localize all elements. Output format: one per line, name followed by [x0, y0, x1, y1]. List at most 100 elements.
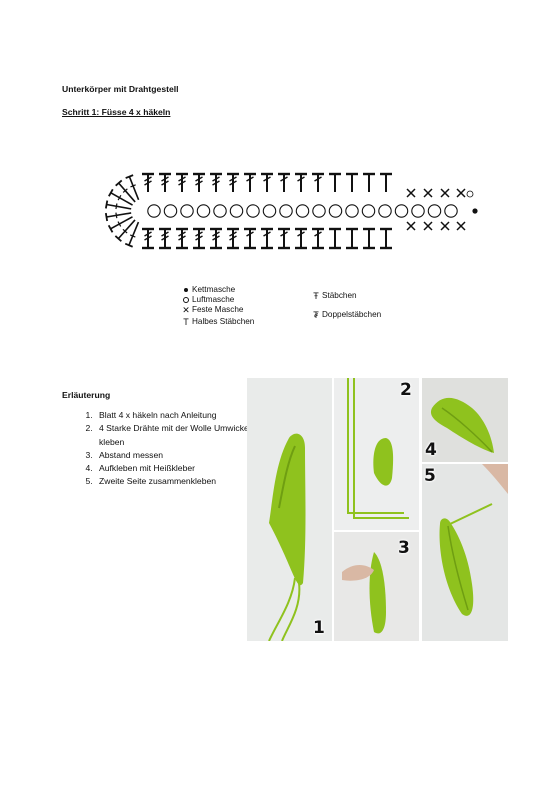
fan-stitch-mark — [122, 188, 128, 193]
fan-stitch-mark — [117, 219, 136, 240]
photo-step-3: 3 — [334, 532, 419, 641]
stitch-symbol-top — [297, 176, 305, 182]
treble-crochet-symbol: ₮ — [313, 309, 319, 320]
explanation-step: Aufkleben mit Heißkleber — [95, 462, 273, 475]
chain-stitch-mark — [312, 204, 326, 218]
stitch-symbol-bottom — [314, 231, 322, 237]
fan-stitch-mark — [124, 242, 133, 248]
stitch-symbol-bottom — [229, 235, 237, 241]
stitch-symbol-bottom — [280, 231, 288, 237]
stitch-symbol-bottom — [144, 235, 152, 241]
legend-halbes-staebchen: Halbes Stäbchen — [192, 317, 255, 326]
explanation-step: Blatt 4 x häkeln nach Anleitung — [95, 409, 273, 422]
chain-stitch-mark — [361, 204, 376, 218]
stitch-symbol-bottom — [195, 231, 203, 237]
photo-number-4: 4 — [425, 440, 437, 460]
stitch-symbol-bottom — [144, 231, 152, 237]
fan-stitch-mark — [115, 179, 123, 187]
crochet-chart — [104, 172, 478, 250]
fan-stitch-mark — [117, 194, 122, 201]
stitch-symbol-top — [263, 176, 271, 182]
photo-step-4: 4 — [422, 378, 508, 462]
fan-stitch-mark — [130, 184, 136, 188]
chain-stitch-mark — [196, 204, 211, 218]
stitch-symbol-bottom — [246, 231, 254, 237]
single-crochet-mark — [456, 221, 466, 231]
stitch-symbol-top — [178, 176, 186, 182]
stitch-symbol-bottom — [178, 231, 186, 237]
stitch-symbol-bottom — [263, 231, 271, 237]
chain-stitch-mark — [295, 204, 310, 218]
chain-stitch-mark — [328, 204, 343, 218]
stitch-symbol-top — [178, 180, 186, 186]
crocheted-leaf-image — [268, 433, 306, 641]
fan-stitch-mark — [110, 216, 133, 230]
stitch-symbol-top — [229, 180, 237, 186]
photo-step-5: 5 — [422, 464, 508, 641]
chain-stitch-symbol — [183, 297, 189, 303]
assembled-leaf-image — [439, 464, 508, 616]
stitch-symbol-top — [229, 176, 237, 182]
legend-staebchen: Stäbchen — [322, 290, 357, 300]
stitch-symbol-bottom — [212, 231, 220, 237]
chain-stitch-mark — [411, 204, 425, 218]
explanation-step: Zweite Seite zusammenkleben — [95, 475, 273, 488]
stitch-symbol-top — [212, 180, 220, 186]
explanation-heading: Erläuterung — [62, 390, 111, 400]
double-crochet-symbol: Ŧ — [313, 290, 319, 301]
chain-stitch-mark — [229, 204, 244, 218]
legend-doppelstaebchen: Doppelstäbchen — [322, 309, 382, 319]
photo-number-1: 1 — [313, 618, 325, 638]
single-crochet-mark — [406, 221, 416, 231]
fan-stitch-mark — [122, 228, 128, 234]
fan-stitch-mark — [129, 234, 136, 238]
chain-stitch-mark — [279, 204, 293, 218]
fan-stitch-mark — [110, 192, 133, 206]
photo-number-3: 3 — [398, 538, 410, 558]
chain-stitch-mark — [163, 204, 178, 218]
stitch-symbol-top — [144, 176, 152, 182]
fan-stitch-mark — [128, 176, 140, 201]
chain-stitch-mark — [345, 204, 359, 218]
chain-stitch-mark — [444, 204, 458, 218]
stitch-symbol-bottom — [161, 235, 169, 241]
small-chain-mark — [466, 190, 474, 198]
chain-stitch-mark — [427, 204, 442, 218]
stitch-symbol-top — [212, 176, 220, 182]
chain-stitch-mark — [378, 204, 392, 218]
glued-leaf-image — [430, 397, 494, 453]
chain-stitch-mark — [147, 204, 161, 218]
single-crochet-mark — [423, 188, 433, 198]
stitch-symbol-top — [144, 180, 152, 186]
stitch-symbol-top — [161, 180, 169, 186]
single-crochet-mark — [440, 188, 450, 198]
stitch-symbol-top — [280, 176, 288, 182]
stitch-symbol-bottom — [161, 231, 169, 237]
stitch-symbol-top — [195, 176, 203, 182]
photo-step-2: 2 — [334, 378, 419, 530]
wire-frame-image — [347, 378, 409, 519]
half-double-crochet-symbol: T — [183, 317, 189, 327]
step-heading: Schritt 1: Füsse 4 x häkeln — [62, 107, 171, 117]
photo-number-2: 2 — [400, 380, 412, 400]
legend-feste-masche: Feste Masche — [192, 305, 244, 314]
fan-stitch-mark — [106, 203, 132, 210]
explanation-step: Abstand messen — [95, 449, 273, 462]
stitch-symbol-top — [161, 176, 169, 182]
fan-stitch-mark — [106, 212, 132, 218]
chain-stitch-mark — [394, 204, 409, 218]
single-crochet-symbol: ✕ — [182, 305, 190, 315]
photo-number-5: 5 — [424, 466, 436, 486]
single-crochet-mark — [440, 221, 450, 231]
stitch-symbol-bottom — [212, 235, 220, 241]
fan-stitch-mark — [104, 212, 109, 222]
fan-stitch-mark — [128, 221, 140, 246]
fan-stitch-mark — [117, 221, 122, 227]
fan-stitch-mark — [108, 188, 114, 197]
chain-stitch-mark — [213, 204, 227, 218]
fan-stitch-mark — [118, 182, 136, 203]
measuring-image — [342, 552, 386, 634]
single-crochet-mark — [423, 221, 433, 231]
